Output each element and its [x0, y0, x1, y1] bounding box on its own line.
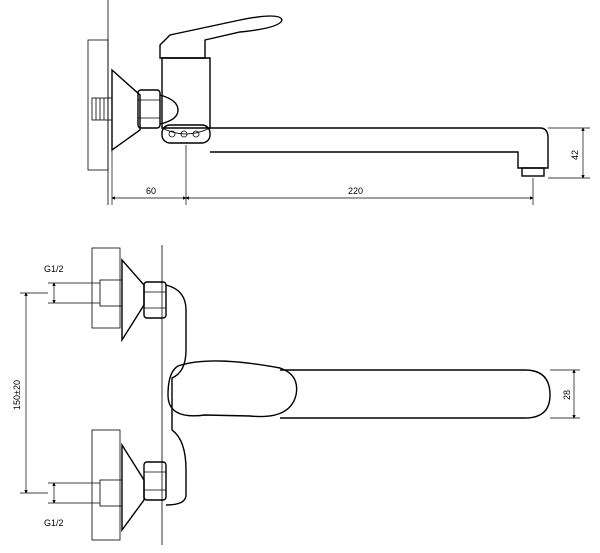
lever-handle [159, 15, 283, 59]
mixer-body [161, 57, 211, 129]
thread-fitting-upper [99, 279, 123, 307]
thread-label-bottom: G1/2 [44, 518, 64, 528]
thread-fitting-lower [99, 479, 123, 507]
dim-150-label: 150±20 [12, 380, 22, 410]
eccentric [159, 94, 179, 125]
dim-220-label: 220 [348, 186, 363, 196]
nut-lower [143, 461, 167, 501]
thread-connector [91, 97, 113, 121]
dim-42-label: 42 [570, 150, 580, 160]
mixer-body-front [165, 284, 187, 506]
swivel-ring [161, 124, 211, 144]
wall-section-lower [91, 429, 121, 541]
spout [210, 127, 549, 169]
lever-front [167, 360, 298, 418]
wall-section-upper [91, 247, 121, 329]
front-view: G1/2 G1/2 28 150±20 [12, 245, 580, 545]
wall-section-top [87, 39, 109, 171]
nut [137, 89, 161, 129]
side-view: 60 220 42 [87, 0, 590, 205]
dim-28-label: 28 [562, 390, 572, 400]
spout-front [280, 369, 551, 419]
dim-60-label: 60 [146, 186, 156, 196]
aerator [521, 167, 545, 177]
escutcheon-lower [121, 442, 145, 533]
escutcheon [111, 68, 141, 152]
thread-label-top: G1/2 [44, 264, 64, 274]
escutcheon-upper [121, 258, 145, 343]
nut-upper [143, 281, 167, 319]
